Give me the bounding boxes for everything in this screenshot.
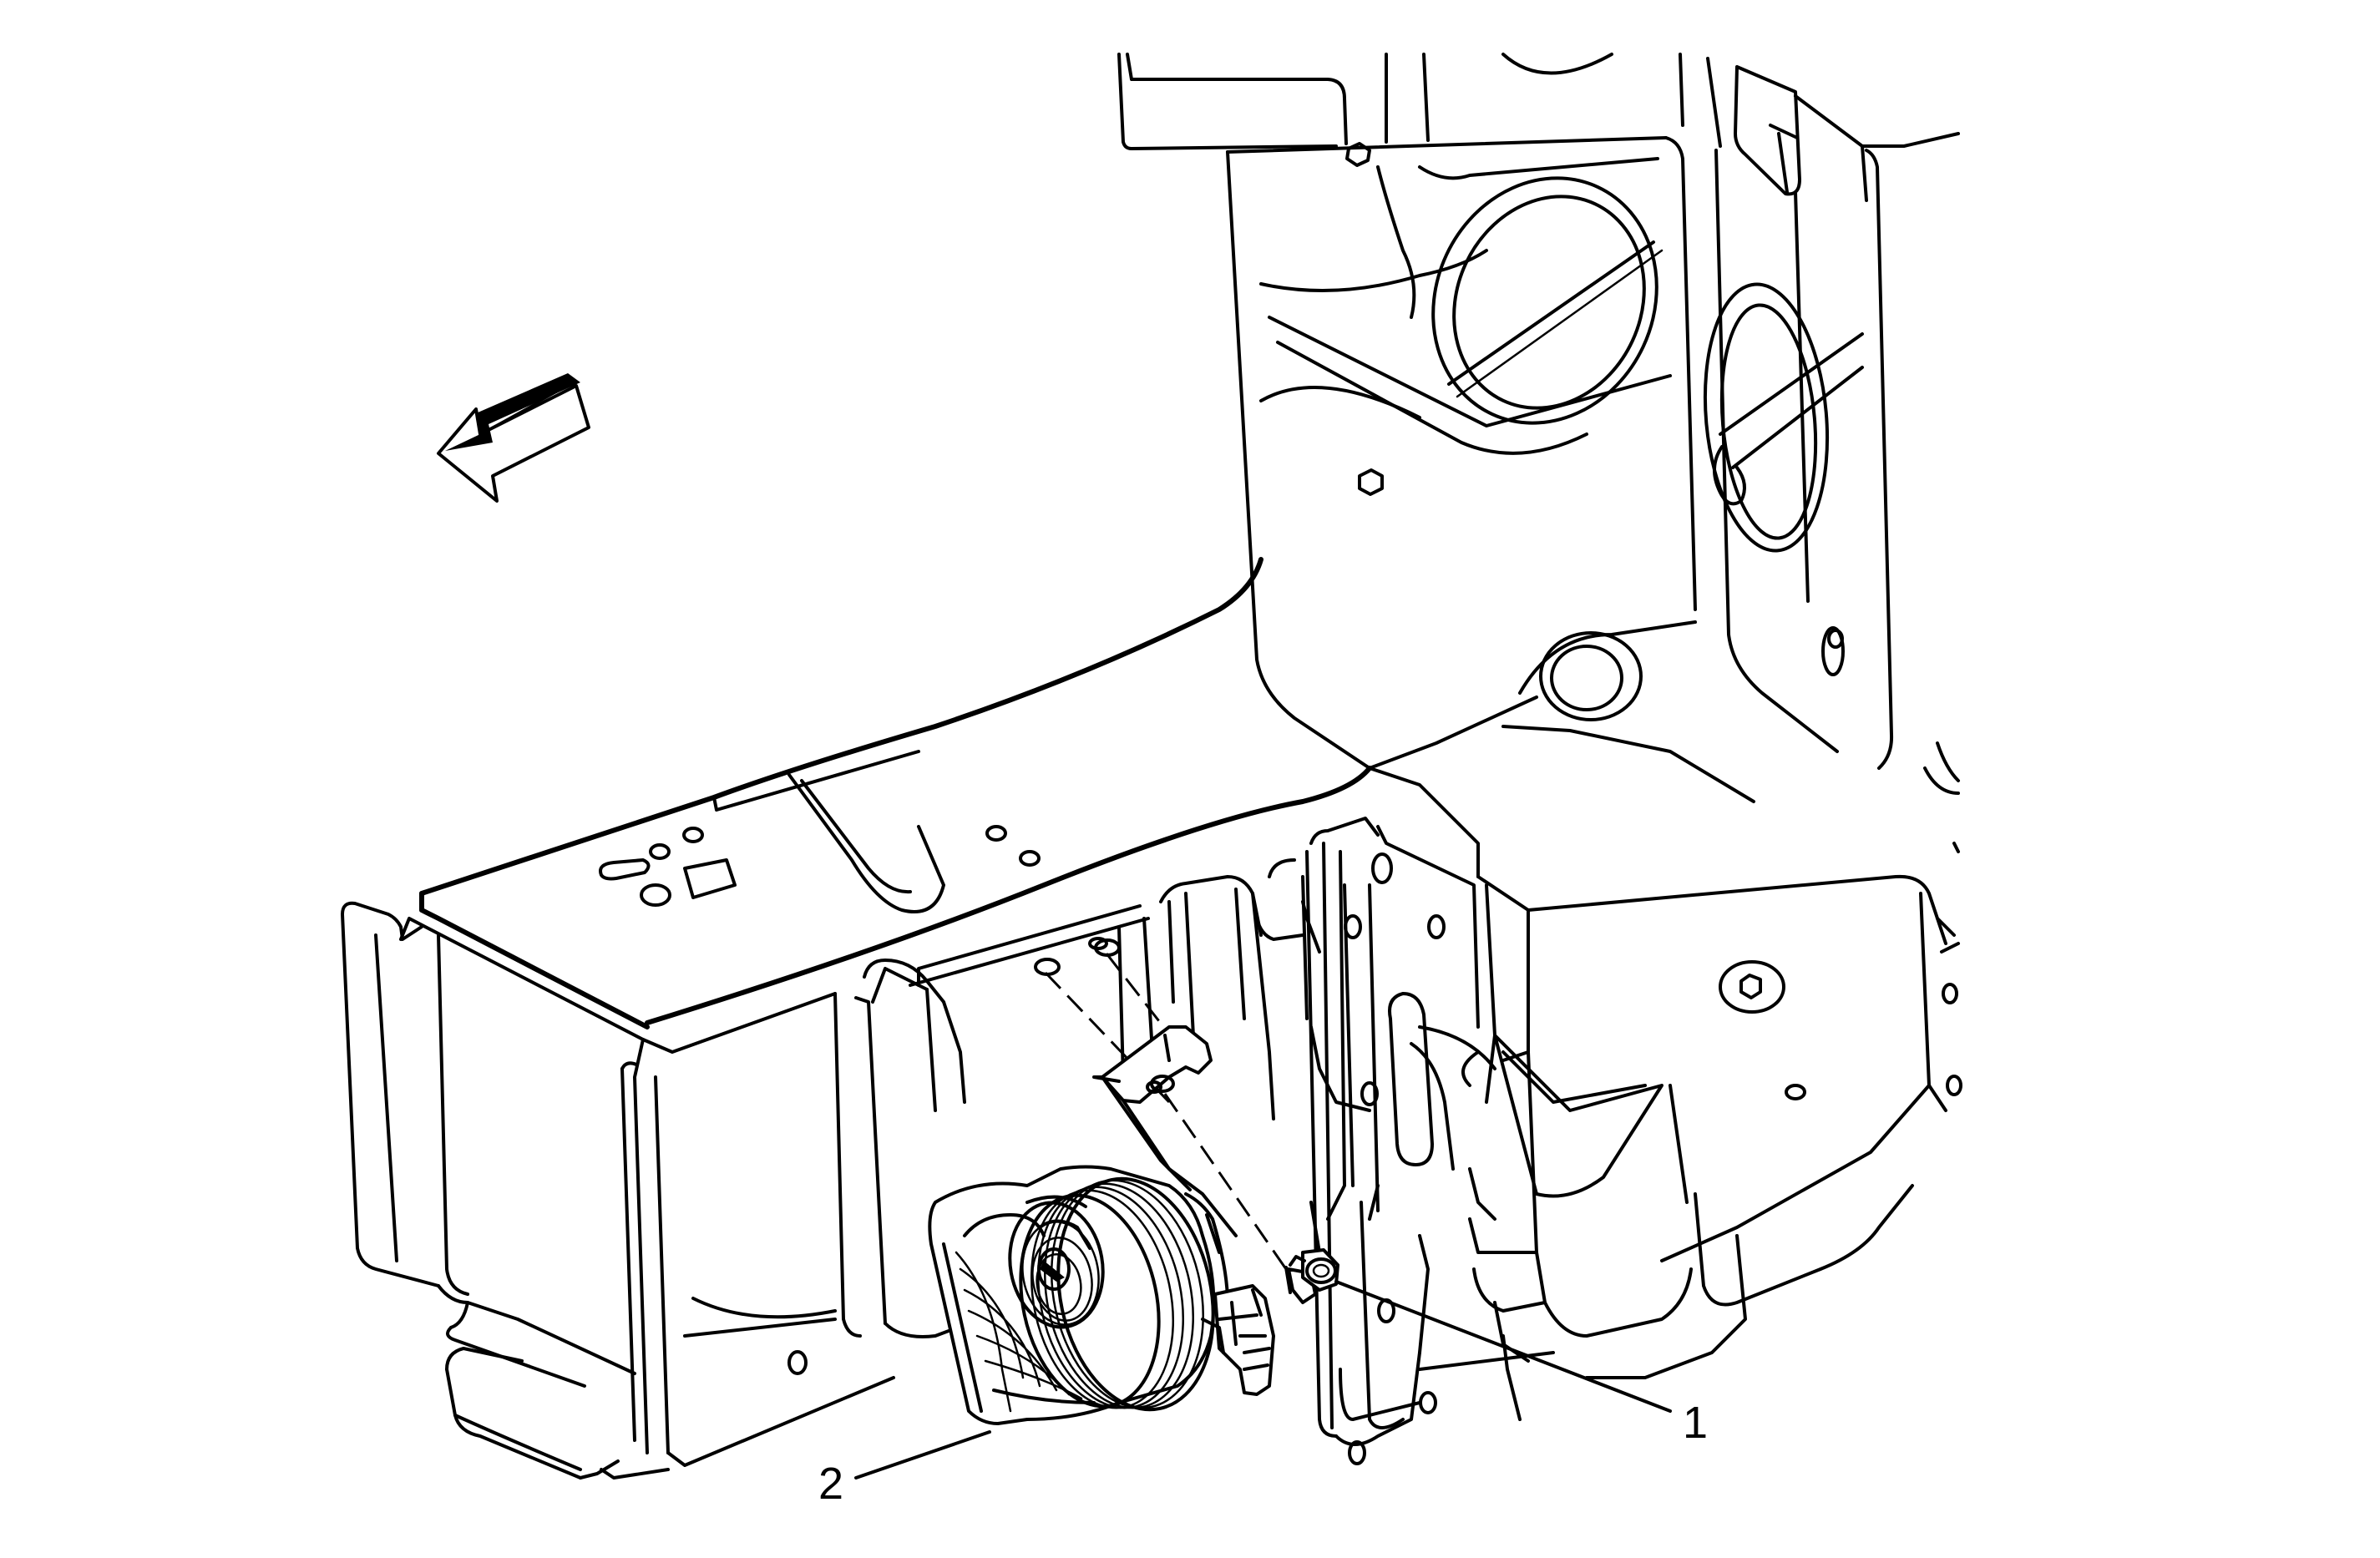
frame-rail-box [341,891,970,1480]
horn-bolt [1284,1248,1339,1304]
frame-rail-top-surface [419,557,1372,1025]
horn-mounting-bracket [1092,1025,1238,1237]
frame-upper-structure [1117,53,1960,853]
bumper-bracket-plate [1301,766,1962,1465]
forward-arrow-icon [437,373,590,503]
callout-1-label: 1 [1683,1398,1708,1448]
callout-2-label: 2 [818,1459,843,1509]
callout-2: 2 [818,1430,991,1509]
callout-1: 1 [1334,1280,1708,1448]
horn-assembly [928,1165,1275,1425]
